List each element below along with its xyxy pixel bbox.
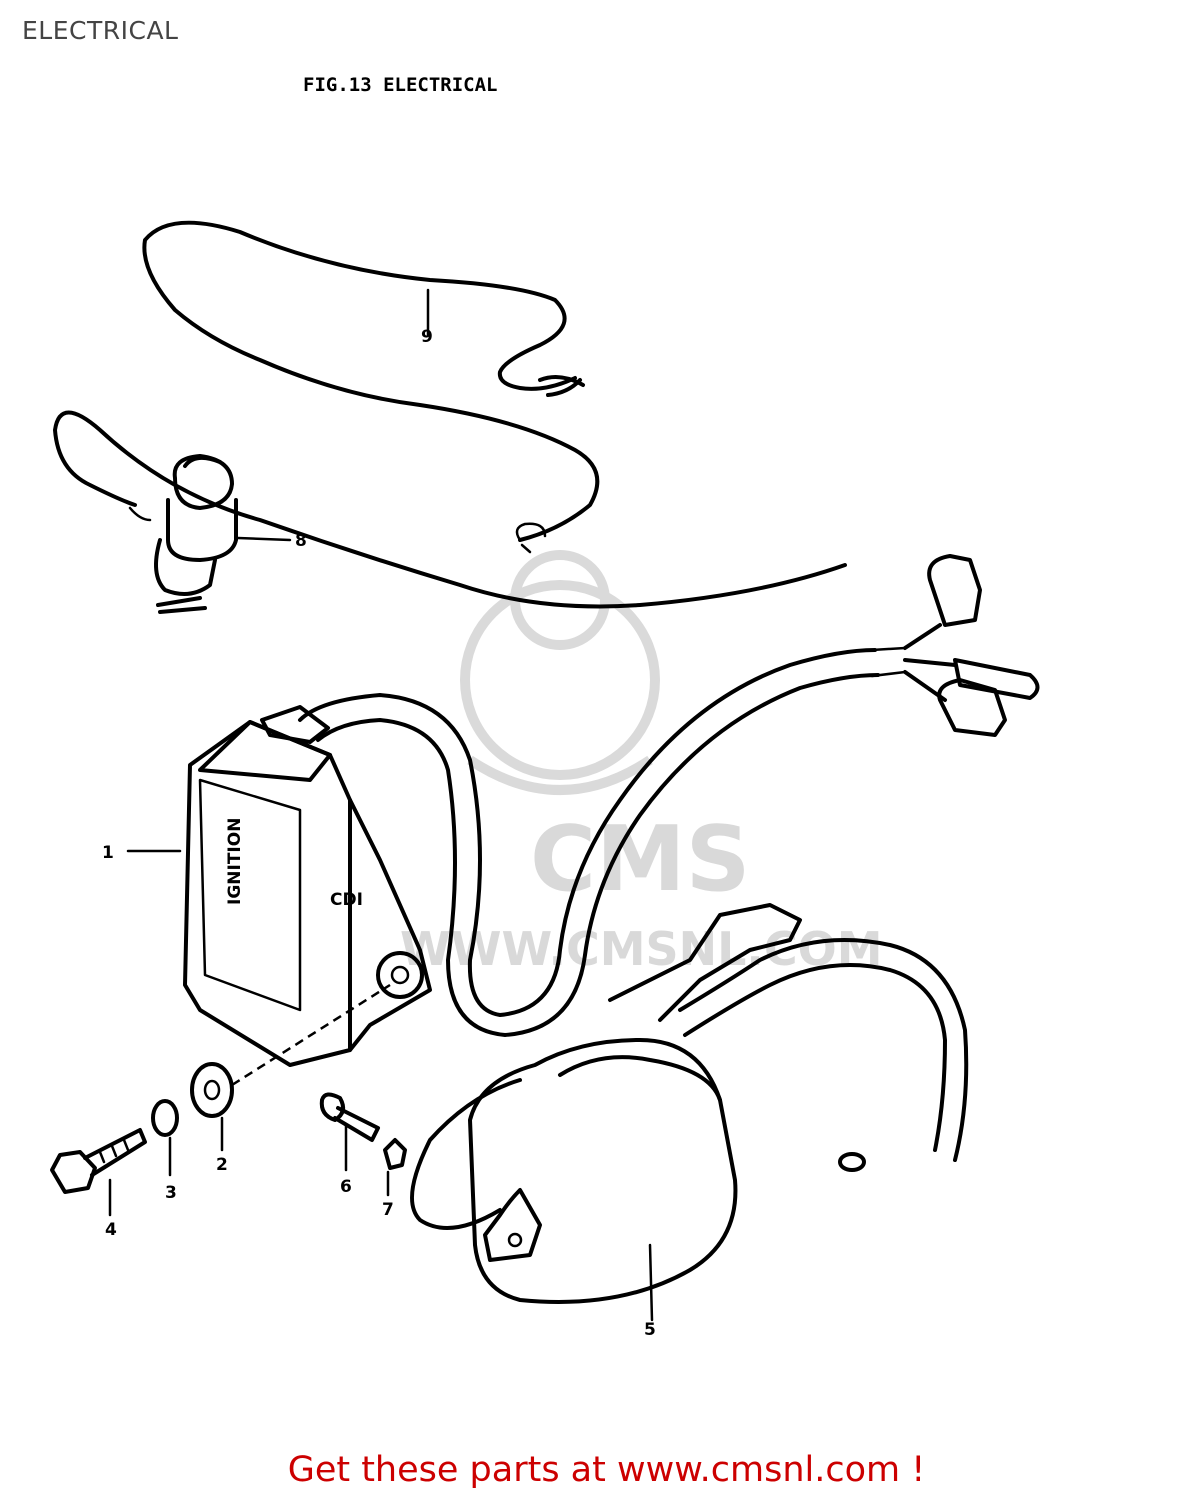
footer-parts-link[interactable]: Get these parts at www.cmsnl.com ! xyxy=(0,1450,1203,1490)
cms-watermark: CMS WWW.CMSNL.COM xyxy=(400,550,883,976)
callout-4: 4 xyxy=(105,1220,117,1240)
figure-title: FIG.13 ELECTRICAL xyxy=(303,74,498,96)
part-9-ground-wire xyxy=(142,220,600,554)
part-7-nut xyxy=(383,1138,407,1197)
callout-3: 3 xyxy=(165,1183,177,1203)
part-5-ignition-coil xyxy=(410,903,969,1322)
cdi-mark: CDI xyxy=(330,890,363,910)
callout-8: 8 xyxy=(295,531,307,551)
callout-5: 5 xyxy=(644,1320,656,1340)
callout-7: 7 xyxy=(382,1200,394,1220)
callout-9: 9 xyxy=(421,327,433,347)
part-8-switch xyxy=(53,410,847,614)
ignition-label: IGNITION xyxy=(225,818,245,905)
callout-1: 1 xyxy=(102,843,114,863)
callout-6: 6 xyxy=(340,1177,352,1197)
cdi-harness xyxy=(298,554,1040,1037)
part-6-screw xyxy=(319,1092,380,1172)
page-label: ELECTRICAL xyxy=(22,16,179,45)
watermark-brand: CMS xyxy=(530,807,750,912)
part-4-bolt xyxy=(50,1128,147,1217)
part-3-lock-washer xyxy=(151,1099,179,1177)
callout-2: 2 xyxy=(216,1155,228,1175)
footer-link-text[interactable]: Get these parts at www.cmsnl.com ! xyxy=(287,1450,926,1490)
watermark-url: WWW.CMSNL.COM xyxy=(400,922,883,976)
part-1-cdi-unit: IGNITION CDI xyxy=(183,705,432,1067)
part-2-washer xyxy=(190,983,391,1152)
